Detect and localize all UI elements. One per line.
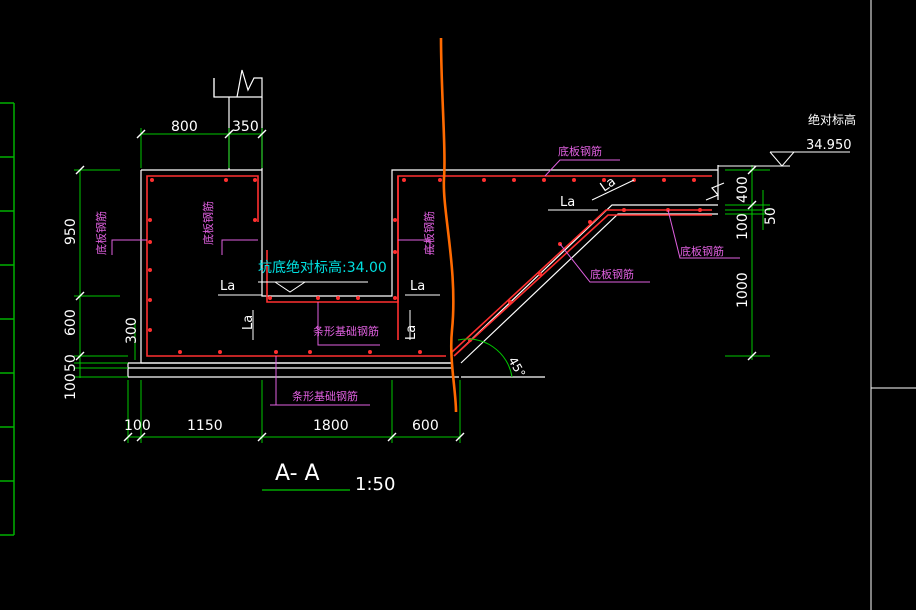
dim-bottom-1800: 1800	[313, 418, 349, 434]
dim-left-50: 50	[63, 354, 79, 372]
dim-right-1000: 1000	[735, 272, 751, 308]
dim-top-350: 350	[232, 119, 259, 135]
break-symbol-right	[705, 182, 725, 201]
la-label: La	[220, 279, 235, 294]
note-strip-rebar: 条形基础钢筋	[292, 389, 358, 403]
la-leaders	[218, 179, 635, 340]
dim-left-300: 300	[124, 317, 140, 344]
note-slab-rebar: 底板钢筋	[422, 211, 436, 255]
note-slab-rebar: 底板钢筋	[201, 201, 215, 245]
dim-left-600: 600	[63, 309, 79, 336]
la-label: La	[410, 279, 425, 294]
note-slab-rebar: 底板钢筋	[558, 144, 602, 158]
left-frame	[0, 102, 15, 536]
angle-marker	[457, 338, 513, 378]
right-frame	[870, 0, 916, 610]
elevation-marker	[718, 151, 850, 167]
dim-left-950: 950	[63, 218, 79, 245]
dimension-ticks	[75, 129, 757, 442]
dimension-lines	[74, 128, 770, 443]
cut-line	[439, 37, 458, 413]
rebar-dots	[148, 178, 702, 354]
la-label: La	[598, 174, 619, 195]
la-label: La	[560, 195, 575, 210]
dim-bottom-100: 100	[124, 418, 151, 434]
note-slab-rebar: 底板钢筋	[590, 267, 634, 281]
la-label: La	[241, 315, 256, 330]
rebar-lines	[146, 175, 712, 357]
absolute-elevation-label: 绝对标高	[808, 112, 856, 127]
dim-top-800: 800	[171, 119, 198, 135]
note-slab-rebar: 底板钢筋	[680, 244, 724, 258]
dim-bottom-600: 600	[412, 418, 439, 434]
section-scale: 1:50	[355, 474, 395, 495]
absolute-elevation-value: 34.950	[806, 138, 852, 153]
pit-elevation-label: 坑底绝对标高:34.00	[258, 259, 387, 276]
concrete-outline	[127, 69, 719, 378]
section-title: A- A	[275, 461, 320, 486]
dim-right-100: 100	[735, 213, 751, 240]
note-leaders	[111, 159, 740, 406]
note-strip-rebar: 条形基础钢筋	[313, 324, 379, 338]
dim-right-400: 400	[735, 176, 751, 203]
dim-right-50: 50	[763, 207, 779, 225]
note-slab-rebar: 底板钢筋	[94, 211, 108, 255]
angle-label: 45°	[505, 355, 528, 380]
la-label: La	[404, 325, 419, 340]
dim-left-100: 100	[63, 373, 79, 400]
dim-bottom-1150: 1150	[187, 418, 223, 434]
